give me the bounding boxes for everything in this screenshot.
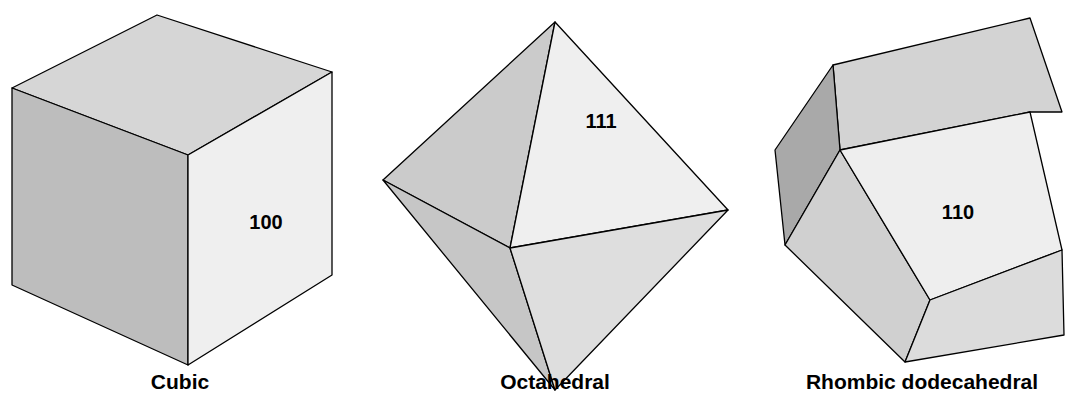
face-index: 110 (942, 201, 974, 224)
dodecahedron-illustration (775, 18, 1064, 362)
face-index: 111 (585, 110, 616, 133)
octahedron-illustration (383, 22, 728, 390)
shape-caption: Cubic (151, 370, 209, 394)
face-index: 100 (249, 211, 282, 234)
shape-caption: Rhombic dodecahedral (806, 370, 1038, 394)
shape-caption: Octahedral (500, 370, 610, 394)
cube-illustration (12, 15, 332, 365)
